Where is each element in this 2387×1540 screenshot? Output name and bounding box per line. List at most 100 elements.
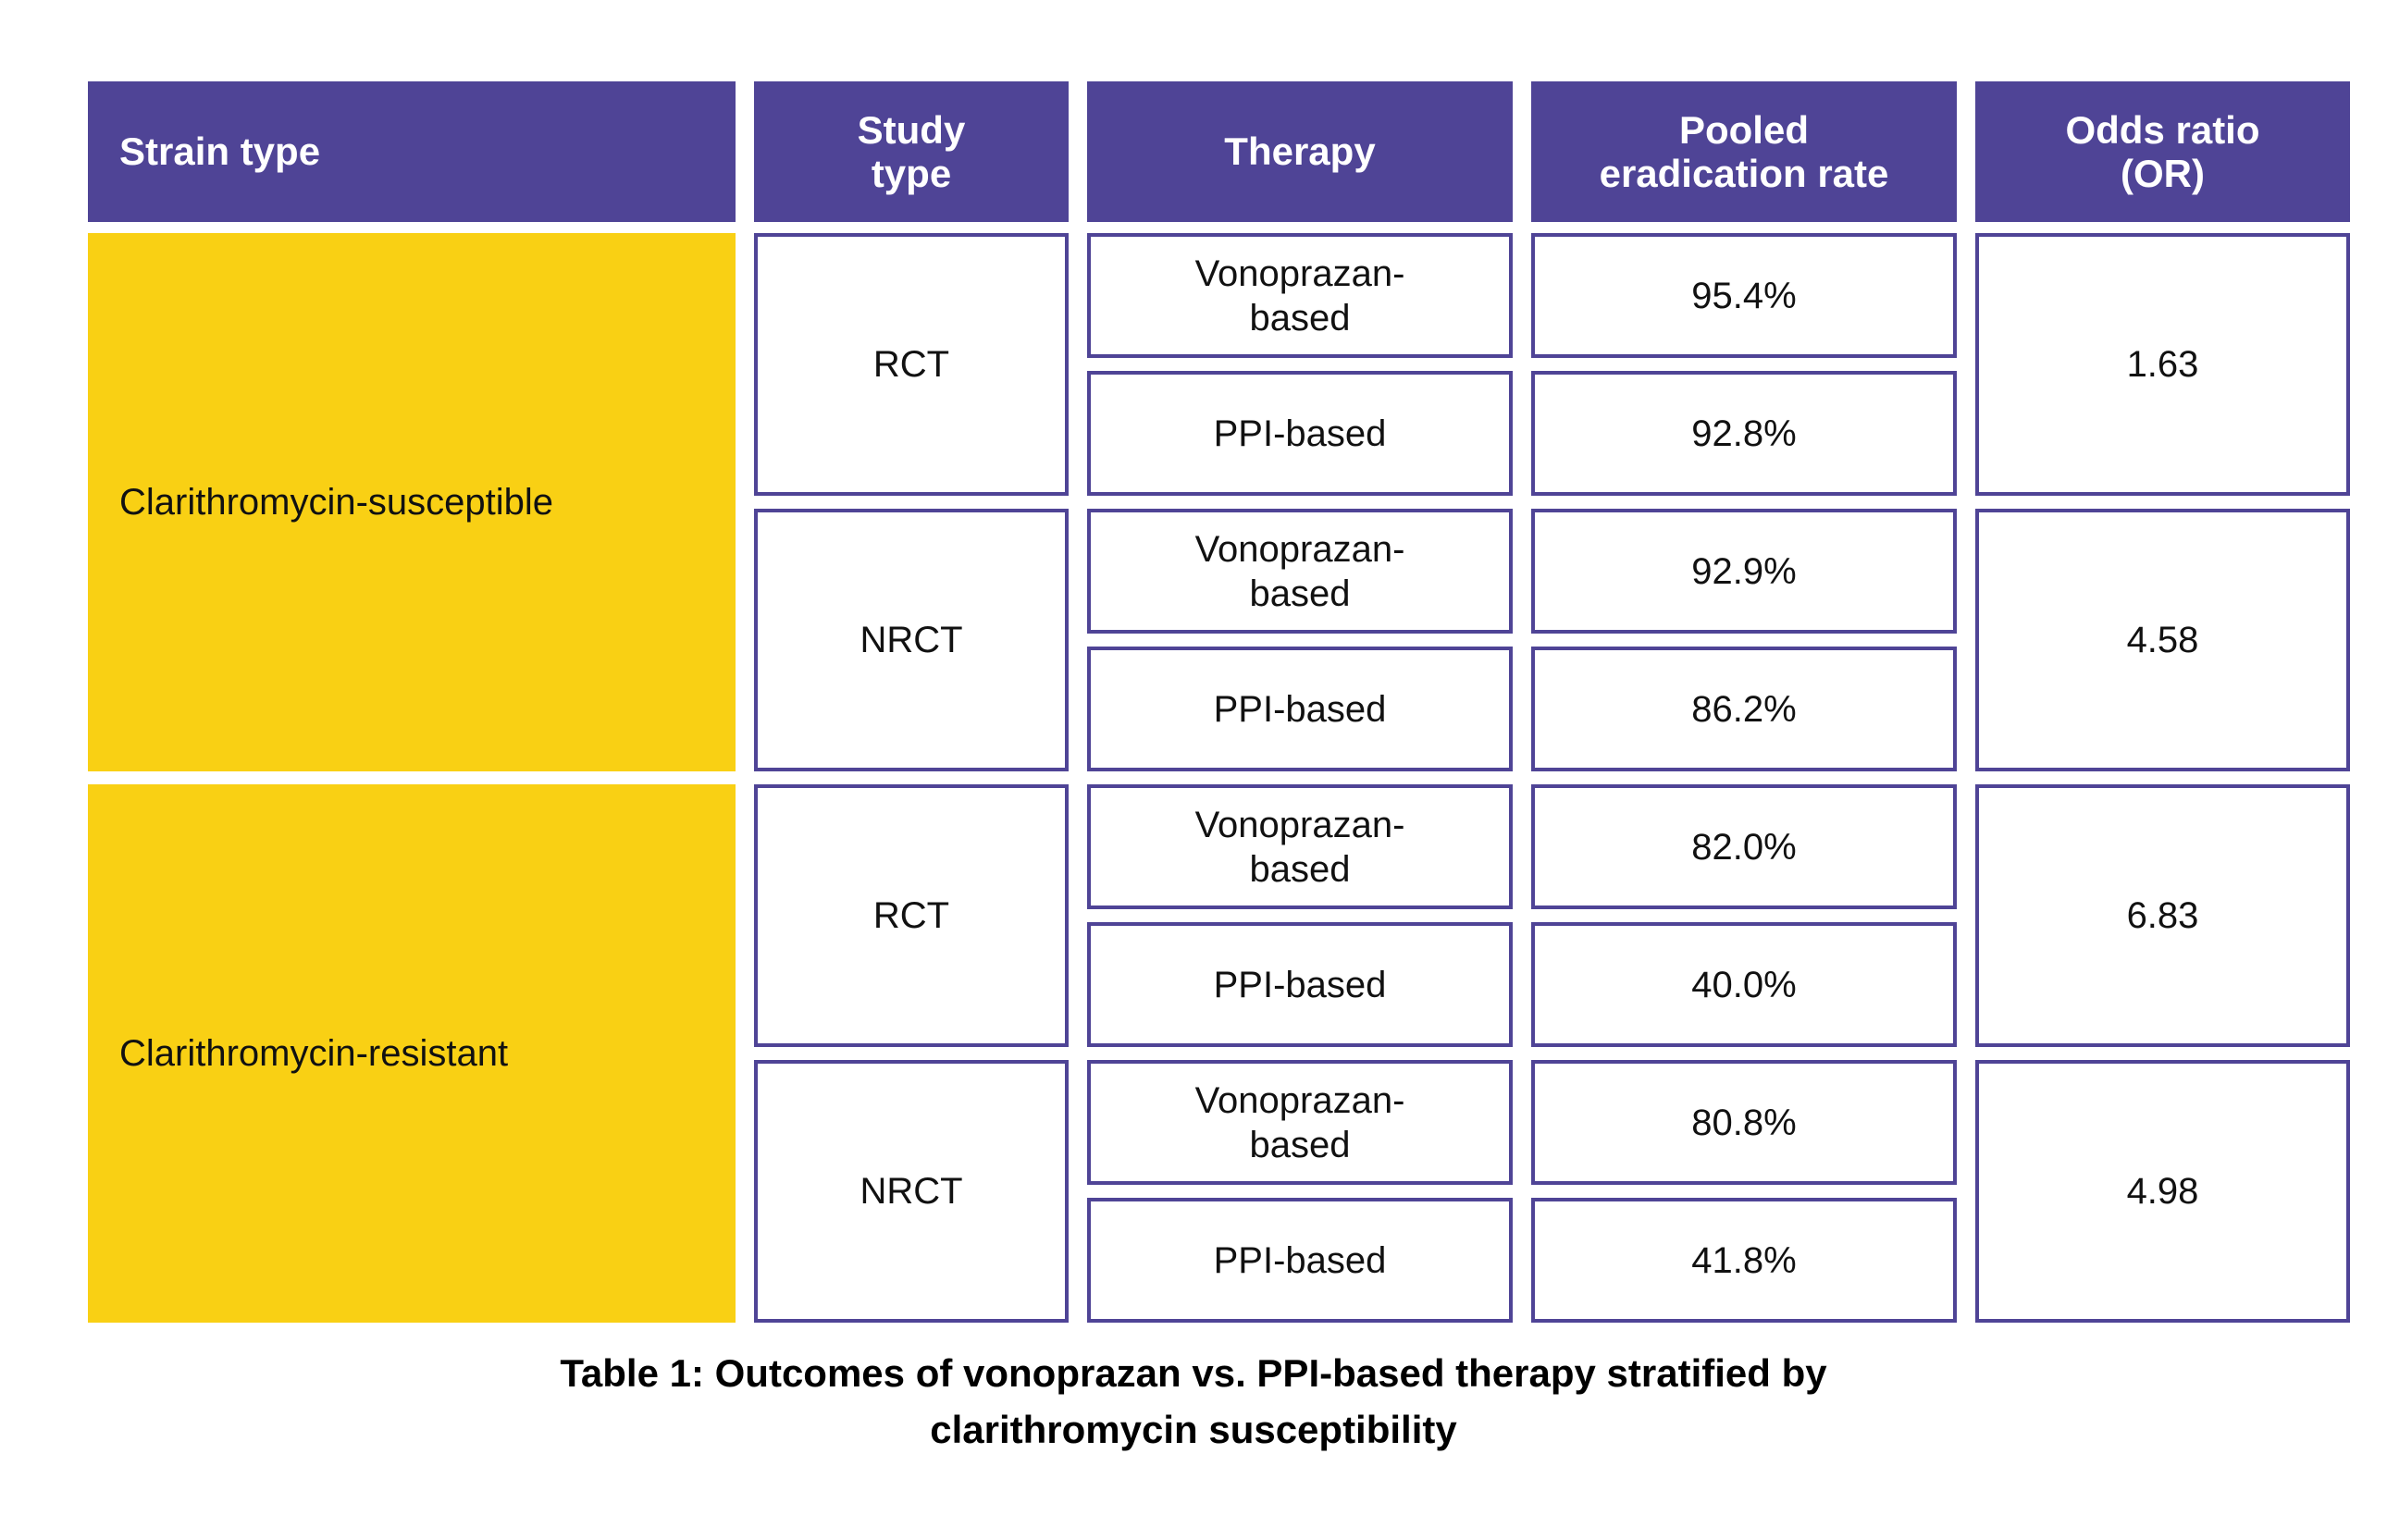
column-header-odds-ratio: Odds ratio (OR)	[1975, 81, 2350, 222]
table-row-group-resistant-rct: RCT Vonoprazan- based PPI-based	[754, 784, 2350, 1047]
therapy-cell: PPI-based	[1087, 922, 1513, 1047]
column-header-therapy-label: Therapy	[1224, 129, 1376, 174]
therapy-line1: Vonoprazan-	[1194, 528, 1405, 570]
pooled-rate-cell: 82.0%	[1531, 784, 1957, 909]
rate-stack: 92.9% 86.2%	[1531, 509, 1957, 771]
therapy-cell: Vonoprazan- based	[1087, 784, 1513, 909]
therapy-line2: based	[1249, 297, 1351, 339]
body-gap-strain	[736, 233, 754, 1323]
header-gap-2	[1069, 81, 1087, 222]
pooled-rate-cell: 40.0%	[1531, 922, 1957, 1047]
table-caption: Table 1: Outcomes of vonoprazan vs. PPI-…	[0, 1346, 2387, 1459]
odds-ratio-value: 6.83	[2126, 895, 2199, 936]
cell-gap	[1069, 233, 1087, 496]
therapy-stack: Vonoprazan- based PPI-based	[1087, 233, 1513, 496]
pooled-rate-cell: 95.4%	[1531, 233, 1957, 358]
strain-type-label-susceptible: Clarithromycin-susceptible	[119, 482, 554, 523]
cell-gap	[1957, 233, 1975, 496]
table-row-group-susceptible-nrct: NRCT Vonoprazan- based PPI-based	[754, 509, 2350, 771]
column-header-odds-ratio-label: Odds ratio (OR)	[2065, 108, 2259, 195]
study-type-cell: NRCT	[754, 1060, 1069, 1323]
strain-type-label-resistant: Clarithromycin-resistant	[119, 1033, 509, 1074]
therapy-cell: PPI-based	[1087, 371, 1513, 496]
pooled-rate-value: 41.8%	[1691, 1239, 1797, 1281]
table-caption-line1: Table 1: Outcomes of vonoprazan vs. PPI-…	[560, 1351, 1827, 1395]
column-header-study-type-line1: Study	[857, 107, 966, 152]
therapy-cell: Vonoprazan- based	[1087, 1060, 1513, 1185]
rate-stack: 82.0% 40.0%	[1531, 784, 1957, 1047]
cell-gap	[1513, 784, 1531, 1047]
strain-type-column: Clarithromycin-susceptible Clarithromyci…	[88, 233, 736, 1323]
therapy-label: PPI-based	[1213, 1239, 1387, 1281]
header-gap-1	[736, 81, 754, 222]
pooled-rate-value: 80.8%	[1691, 1102, 1797, 1143]
pooled-rate-value: 40.0%	[1691, 964, 1797, 1005]
rate-stack: 95.4% 92.8%	[1531, 233, 1957, 496]
therapy-cell: Vonoprazan- based	[1087, 233, 1513, 358]
odds-ratio-cell: 4.98	[1975, 1060, 2350, 1323]
cell-gap	[1513, 233, 1531, 496]
therapy-line1: Vonoprazan-	[1194, 804, 1405, 845]
column-header-strain-type-label: Strain type	[119, 129, 321, 174]
therapy-line1: Vonoprazan-	[1194, 253, 1405, 294]
pooled-rate-value: 92.8%	[1691, 413, 1797, 454]
study-type-label: RCT	[872, 344, 950, 385]
study-type-cell: NRCT	[754, 509, 1069, 771]
therapy-line2: based	[1249, 848, 1351, 890]
pooled-rate-cell: 80.8%	[1531, 1060, 1957, 1185]
therapy-label: Vonoprazan- based	[1195, 252, 1405, 340]
therapy-stack: Vonoprazan- based PPI-based	[1087, 784, 1513, 1047]
column-header-study-type: Study type	[754, 81, 1069, 222]
cell-gap	[1513, 1060, 1531, 1323]
table-body: Clarithromycin-susceptible Clarithromyci…	[88, 233, 2350, 1323]
therapy-stack: Vonoprazan- based PPI-based	[1087, 509, 1513, 771]
therapy-cell: PPI-based	[1087, 647, 1513, 771]
table-caption-line2: clarithromycin susceptibility	[930, 1407, 1457, 1451]
cell-gap	[1957, 509, 1975, 771]
pooled-rate-cell: 92.8%	[1531, 371, 1957, 496]
study-type-cell: RCT	[754, 233, 1069, 496]
therapy-stack: Vonoprazan- based PPI-based	[1087, 1060, 1513, 1323]
therapy-label: PPI-based	[1213, 413, 1387, 454]
column-header-study-type-label: Study type	[858, 108, 966, 195]
column-header-study-type-line2: type	[871, 152, 952, 195]
pooled-rate-value: 86.2%	[1691, 688, 1797, 730]
pooled-rate-cell: 86.2%	[1531, 647, 1957, 771]
column-header-rate-line2: eradication rate	[1599, 152, 1889, 195]
table-row-group-resistant-nrct: NRCT Vonoprazan- based PPI-based	[754, 1060, 2350, 1323]
odds-ratio-cell: 1.63	[1975, 233, 2350, 496]
cell-gap	[1957, 784, 1975, 1047]
column-header-pooled-eradication-rate-label: Pooled eradication rate	[1600, 108, 1889, 195]
header-gap-3	[1513, 81, 1531, 222]
therapy-label: PPI-based	[1213, 688, 1387, 730]
column-header-or-line1: Odds ratio	[2065, 107, 2260, 152]
cell-gap	[1069, 1060, 1087, 1323]
therapy-line1: Vonoprazan-	[1194, 1079, 1405, 1121]
table-header-row: Strain type Study type Therapy Pooled er…	[88, 81, 2350, 222]
therapy-line2: based	[1249, 1124, 1351, 1165]
odds-ratio-value: 1.63	[2126, 344, 2199, 385]
outcomes-table: Strain type Study type Therapy Pooled er…	[88, 81, 2350, 1323]
column-header-strain-type: Strain type	[88, 81, 736, 222]
therapy-label: Vonoprazan- based	[1195, 527, 1405, 616]
odds-ratio-value: 4.58	[2126, 620, 2199, 660]
odds-ratio-cell: 4.58	[1975, 509, 2350, 771]
odds-ratio-cell: 6.83	[1975, 784, 2350, 1047]
study-type-label: NRCT	[860, 620, 963, 660]
header-gap-4	[1957, 81, 1975, 222]
cell-gap	[1069, 784, 1087, 1047]
cell-gap	[1513, 509, 1531, 771]
pooled-rate-cell: 92.9%	[1531, 509, 1957, 634]
data-columns: RCT Vonoprazan- based PPI-based	[754, 233, 2350, 1323]
therapy-cell: PPI-based	[1087, 1198, 1513, 1323]
column-header-rate-line1: Pooled	[1678, 107, 1809, 152]
cell-gap	[1957, 1060, 1975, 1323]
pooled-rate-cell: 41.8%	[1531, 1198, 1957, 1323]
column-header-pooled-eradication-rate: Pooled eradication rate	[1531, 81, 1957, 222]
cell-gap	[1069, 509, 1087, 771]
study-type-cell: RCT	[754, 784, 1069, 1047]
pooled-rate-value: 95.4%	[1691, 275, 1797, 316]
study-type-label: RCT	[872, 895, 950, 936]
pooled-rate-value: 92.9%	[1691, 550, 1797, 592]
